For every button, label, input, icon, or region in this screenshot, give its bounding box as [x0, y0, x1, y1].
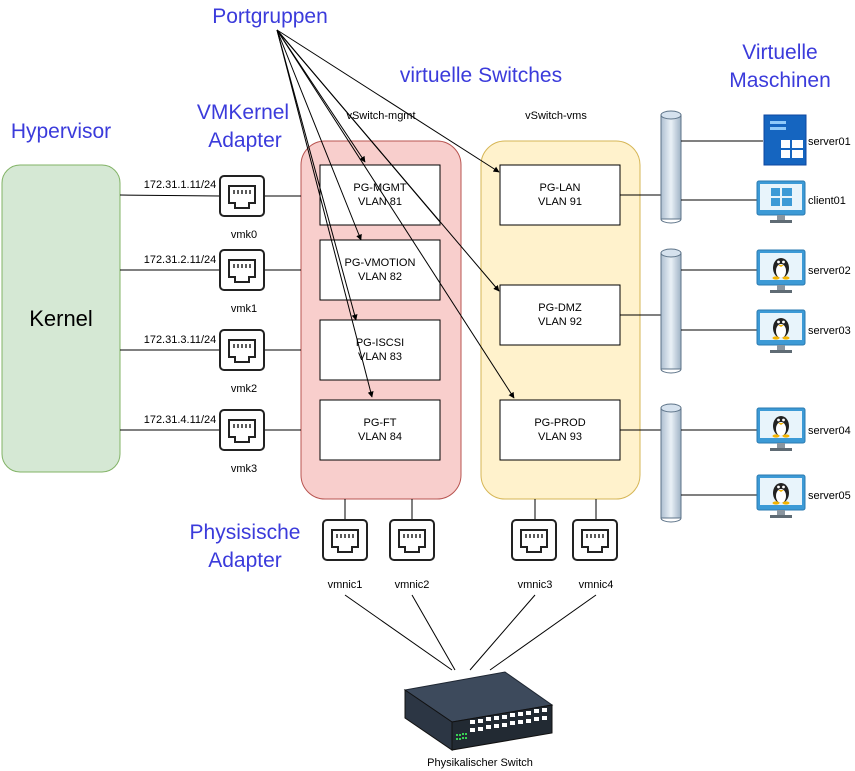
portgroup-lan-vlan: VLAN 91 [538, 196, 582, 208]
vm-label-server03: server03 [808, 325, 851, 337]
windows-client-icon [756, 180, 806, 223]
portgroup-mgmt-box [319, 164, 441, 226]
vmk1-ip: 172.31.2.11/24 [144, 254, 217, 266]
network-cylinder-dmz [660, 248, 682, 374]
portgroup-ft-box [319, 399, 441, 461]
vm-label-server02: server02 [808, 265, 851, 277]
kernel-vmk0-line [119, 194, 221, 197]
vmk3-ip: 172.31.4.11/24 [144, 414, 217, 426]
heading-vms-line2: Maschinen [729, 69, 831, 92]
vswitch-mgmt-label: vSwitch-mgmt [346, 110, 415, 122]
heading-vmk-line1: VMKernel [197, 101, 289, 124]
vmnic3-switch-line [469, 594, 536, 671]
portgruppen-arrows [276, 29, 515, 399]
arrow-to-pg-lan [276, 29, 500, 173]
ethernet-port-icon [219, 329, 265, 371]
ethernet-port-icon [511, 519, 557, 561]
ethernet-port-icon [322, 519, 368, 561]
vm-label-server05: server05 [808, 490, 851, 502]
vmnic2-label: vmnic2 [395, 579, 430, 591]
vmnic4-label: vmnic4 [579, 579, 614, 591]
vmnic1-label: vmnic1 [328, 579, 363, 591]
arrow-to-pg-prod [276, 29, 515, 399]
arrow-to-pg-vmotion [276, 29, 362, 241]
vmnic4-switch-line [489, 594, 597, 671]
portgroup-lan-name: PG-LAN [540, 182, 581, 194]
portgroup-prod-vlan: VLAN 93 [538, 431, 582, 443]
kernel-label: Kernel [29, 306, 93, 331]
vmk2-label: vmk2 [231, 383, 257, 395]
linux-vm-icon [756, 249, 806, 294]
portgroup-iscsi-vlan: VLAN 83 [358, 351, 402, 363]
vswitch-vms-label: vSwitch-vms [525, 110, 587, 122]
heading-hypervisor: Hypervisor [11, 120, 111, 143]
portgroup-iscsi-name: PG-ISCSI [356, 337, 404, 349]
linux-vm-icon [756, 309, 806, 354]
heading-vmk-line2: Adapter [208, 129, 282, 152]
portgroup-ft-vlan: VLAN 84 [358, 431, 402, 443]
portgroup-prod-box [499, 399, 621, 461]
portgroup-iscsi-box [319, 319, 441, 381]
portgroup-dmz-name: PG-DMZ [538, 302, 582, 314]
physical-switch-icon [403, 671, 554, 751]
linux-vm-icon [756, 474, 806, 519]
vmnic3-label: vmnic3 [518, 579, 553, 591]
portgroup-ft-name: PG-FT [364, 417, 397, 429]
heading-vswitches: virtuelle Switches [400, 64, 562, 87]
portgroup-prod-name: PG-PROD [534, 417, 585, 429]
portgroup-mgmt-name: PG-MGMT [353, 182, 406, 194]
vmnic1-switch-line [344, 594, 453, 671]
vmk1-label: vmk1 [231, 303, 257, 315]
vmnic2-switch-line [411, 594, 456, 671]
linux-vm-icon [756, 407, 806, 452]
ethernet-port-icon [219, 175, 265, 217]
kernel-block [1, 164, 121, 473]
windows-server-icon [763, 114, 807, 166]
line-to-pg-mgmt-corner [276, 29, 441, 223]
vmk2-ip: 172.31.3.11/24 [144, 334, 217, 346]
arrow-to-pg-iscsi [276, 29, 358, 321]
vm-label-client01: client01 [808, 195, 846, 207]
vm-label-server01: server01 [808, 136, 851, 148]
network-cylinder-lan [660, 110, 682, 224]
vmk3-label: vmk3 [231, 463, 257, 475]
portgroup-vmotion-name: PG-VMOTION [345, 257, 416, 269]
heading-vms-line1: Virtuelle [742, 41, 818, 64]
ethernet-port-icon [219, 409, 265, 451]
vmk0-ip: 172.31.1.11/24 [144, 179, 217, 191]
heading-phys-line1: Physisische [190, 521, 301, 544]
heading-portgruppen: Portgruppen [212, 5, 328, 28]
portgroup-lan-box [499, 164, 621, 226]
network-cylinder-prod [660, 403, 682, 523]
vmk0-label: vmk0 [231, 229, 257, 241]
heading-phys-line2: Adapter [208, 549, 282, 572]
arrow-to-pg-ft [276, 29, 374, 398]
portgroup-vmotion-box [319, 239, 441, 301]
portgroup-mgmt-vlan: VLAN 81 [358, 196, 402, 208]
vm-label-server04: server04 [808, 425, 851, 437]
portgroup-vmotion-vlan: VLAN 82 [358, 271, 402, 283]
ethernet-port-icon [389, 519, 435, 561]
portgroup-dmz-box [499, 284, 621, 346]
ethernet-port-icon [572, 519, 618, 561]
physical-switch-label: Physikalischer Switch [427, 757, 533, 769]
portgroup-dmz-vlan: VLAN 92 [538, 316, 582, 328]
ethernet-port-icon [219, 249, 265, 291]
